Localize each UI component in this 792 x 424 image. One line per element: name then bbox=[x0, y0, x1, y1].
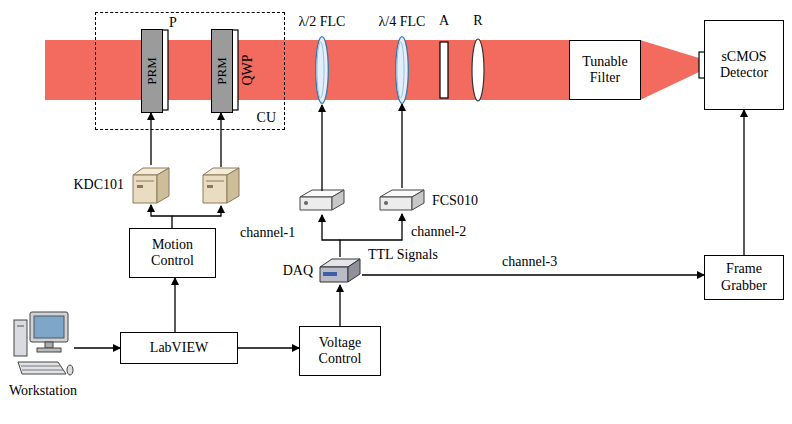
control-wire bbox=[172, 206, 221, 216]
device-label: KDC101 bbox=[73, 177, 124, 193]
part-label: channel-1 bbox=[240, 225, 295, 241]
part-label: TTL Signals bbox=[368, 247, 438, 263]
process-box: LabVIEW bbox=[120, 332, 238, 364]
signal-connector bbox=[401, 104, 402, 188]
device-label: DAQ bbox=[283, 263, 313, 279]
part-label: R bbox=[473, 13, 482, 29]
process-box: Tunable Filter bbox=[569, 40, 641, 100]
signal-connector bbox=[238, 347, 299, 348]
signal-connector bbox=[150, 113, 151, 165]
signal-wire bbox=[321, 105, 322, 191]
signal-connector bbox=[74, 347, 120, 348]
controller-icon bbox=[203, 168, 239, 203]
edge-label: channel-3 bbox=[500, 254, 559, 270]
process-box: sCMOS Detector bbox=[704, 20, 784, 110]
control-unit-frame: CU PRM PRM bbox=[95, 12, 285, 130]
box-label: Tunable Filter bbox=[574, 54, 636, 86]
lens-shape bbox=[395, 36, 409, 104]
flc-cell: λ/4 FLC bbox=[395, 36, 409, 104]
signal-connector bbox=[339, 285, 340, 326]
device-label: FCS010 bbox=[432, 193, 478, 209]
mount-label: PRM bbox=[215, 57, 230, 84]
signal-connector bbox=[362, 274, 704, 275]
mount-label: PRM bbox=[145, 57, 160, 84]
workstation-icon-art bbox=[12, 310, 74, 380]
flc-driver-icon: FCS010 bbox=[378, 188, 426, 214]
control-wire bbox=[220, 113, 221, 167]
lens-shape bbox=[315, 36, 329, 104]
process-box: Motion Control bbox=[129, 228, 216, 278]
box-label: Frame Grabber bbox=[709, 261, 779, 293]
signal-connector bbox=[174, 278, 175, 332]
controller-icon-art bbox=[129, 165, 173, 205]
signal-wire bbox=[322, 215, 340, 240]
flc-driver-icon bbox=[300, 190, 344, 210]
part-label: A bbox=[439, 13, 449, 29]
flc-cell: λ/2 FLC bbox=[315, 36, 329, 104]
box-label: sCMOS Detector bbox=[709, 49, 779, 81]
device-label: Workstation bbox=[9, 383, 77, 399]
group-label: CU bbox=[257, 110, 276, 126]
analyzer bbox=[440, 42, 448, 98]
part-label: P bbox=[169, 15, 177, 31]
signal-connector bbox=[151, 205, 172, 228]
daq-icon: DAQ bbox=[318, 257, 362, 285]
box-label: LabVIEW bbox=[150, 340, 208, 356]
controller-icon: KDC101 bbox=[129, 165, 173, 205]
laser-beam bbox=[45, 40, 570, 100]
part-label: QWP bbox=[240, 54, 256, 85]
beam-cone bbox=[640, 40, 699, 100]
box-label: Motion Control bbox=[134, 237, 211, 269]
flc-driver-icon-art bbox=[378, 188, 426, 214]
workstation-icon: Workstation bbox=[12, 310, 74, 380]
component-label: λ/4 FLC bbox=[379, 14, 426, 30]
relay-lens bbox=[472, 39, 484, 101]
daq-icon-art bbox=[318, 257, 362, 285]
process-box: Frame Grabber bbox=[704, 255, 784, 300]
component-label: λ/2 FLC bbox=[299, 14, 346, 30]
rotation-mount: PRM bbox=[211, 29, 233, 113]
rotation-mount: PRM bbox=[141, 29, 163, 113]
edge-label: channel-2 bbox=[409, 224, 468, 240]
box-label: Voltage Control bbox=[304, 335, 376, 367]
signal-connector bbox=[743, 110, 744, 255]
process-box: Voltage Control bbox=[299, 326, 381, 376]
